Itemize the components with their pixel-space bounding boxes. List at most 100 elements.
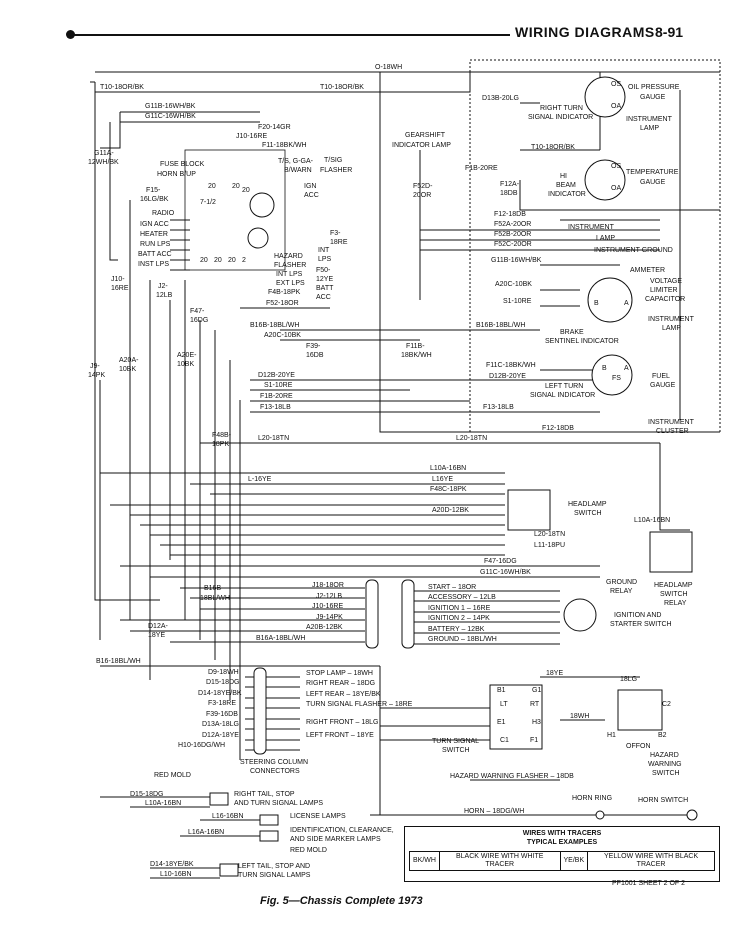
wire-label: FUSE BLOCK xyxy=(160,161,205,168)
wire-label: OFF xyxy=(626,743,640,750)
wire-label: 18YE xyxy=(546,670,563,677)
wire-label: D13A-18LG xyxy=(202,721,239,728)
wire-label: H3 xyxy=(532,719,541,726)
wire-lines xyxy=(90,71,720,879)
wire-tracer-legend: WIRES WITH TRACERS TYPICAL EXAMPLES BK/W… xyxy=(404,826,720,882)
wire-label: B/WARN xyxy=(284,167,312,174)
wire-label: 10BK xyxy=(177,361,194,368)
wire-label: T/S, G-GA- xyxy=(278,158,314,165)
wire-label: F48C-18PK xyxy=(430,486,467,493)
wire-label: G11B-16WH/BK xyxy=(145,103,196,110)
wire-label: HAZARD xyxy=(650,752,679,759)
wire-label: J10-16RE xyxy=(312,603,343,610)
wire-label: G11A- xyxy=(94,150,114,157)
wire-label: F15- xyxy=(146,187,161,194)
wire-label: INST LPS xyxy=(138,261,169,268)
wire-label: IGNITION AND xyxy=(614,612,661,619)
wire-label: D12A-18YE xyxy=(202,732,239,739)
steering-column-connector xyxy=(253,667,267,755)
wire-label: LICENSE LAMPS xyxy=(290,813,346,820)
wire-label: BATT ACC xyxy=(138,251,172,258)
wire-label: OS xyxy=(611,163,621,170)
wire-label: O-18WH xyxy=(375,64,402,71)
wire-label: 10BK xyxy=(119,366,136,373)
wire-label: L10-16BN xyxy=(160,871,192,878)
wire-label: IGNITION 1 – 16RE xyxy=(428,605,491,612)
wire-label: WARNING xyxy=(648,761,682,768)
wire-label: LEFT REAR – 18YE/BK xyxy=(306,691,381,698)
wire-label: L16-16BN xyxy=(212,813,244,820)
wire-label: TEMPERATURE xyxy=(626,169,679,176)
wire-label: J2-12LB xyxy=(316,593,342,600)
wire-label: 20 xyxy=(232,183,240,190)
page-number: 8-91 xyxy=(655,24,684,40)
wire-label: LAMP xyxy=(640,125,659,132)
temperature-gauge xyxy=(584,159,626,201)
legend-desc: YELLOW WIRE WITH BLACK TRACER xyxy=(587,851,715,871)
wire-label: 18WH xyxy=(570,713,589,720)
license-lamp-socket xyxy=(259,814,279,826)
wire-label: FLASHER xyxy=(274,262,306,269)
ignition-connector-right xyxy=(401,579,415,649)
wire-label: 20 xyxy=(214,257,222,264)
wire-label: L10A-16BN xyxy=(430,465,466,472)
wire-label: F48B- xyxy=(212,432,232,439)
ammeter xyxy=(587,277,633,323)
wire-label: 20 xyxy=(200,257,208,264)
marker-lamp-socket xyxy=(259,830,279,842)
fuel-gauge xyxy=(591,354,633,396)
wire-label: AND SIDE MARKER LAMPS xyxy=(290,836,381,843)
wire-label: J10- xyxy=(111,276,125,283)
wire-label: BRAKE xyxy=(560,329,584,336)
wire-label: HORN RING xyxy=(572,795,612,802)
wire-label: J18-18OR xyxy=(312,582,344,589)
wire-label: INT xyxy=(318,247,330,254)
wire-label: D12B-20YE xyxy=(258,372,295,379)
wire-label: G1 xyxy=(532,687,541,694)
wire-label: RUN LPS xyxy=(140,241,171,248)
wire-label: G11C-16WH/BK xyxy=(480,569,531,576)
wire-label: 18DB xyxy=(500,190,518,197)
wire-label: 12LB xyxy=(156,292,173,299)
wire-label: AND TURN SIGNAL LAMPS xyxy=(234,800,323,807)
wire-label: T10-18OR/BK xyxy=(531,144,575,151)
wire-label: EXT LPS xyxy=(276,280,305,287)
turn-signal-flasher xyxy=(249,192,275,218)
wire-label: IGN ACC xyxy=(140,221,169,228)
wire-label: J9- xyxy=(90,363,100,370)
wire-label: AMMETER xyxy=(630,267,665,274)
wire-label: S1-10RE xyxy=(264,382,293,389)
wire-label: D14-18YE/BK xyxy=(150,861,194,868)
wire-label: GAUGE xyxy=(650,382,676,389)
wire-label: RT xyxy=(530,701,540,708)
wire-label: L10A-16BN xyxy=(145,800,181,807)
wire-label: L11-18PU xyxy=(534,542,565,549)
wire-label: F47- xyxy=(190,308,205,315)
wire-label: A xyxy=(624,365,629,372)
wire-label: D15-18DG xyxy=(130,791,163,798)
wire-label: HAZARD WARNING FLASHER – 18DB xyxy=(450,773,574,780)
ignition-starter-switch xyxy=(563,598,597,632)
wire-label: J2- xyxy=(158,283,168,290)
wire-label: HEADLAMP xyxy=(568,501,607,508)
wire-label: L16YE xyxy=(432,476,453,483)
wire-label: 20OR xyxy=(413,192,431,199)
wire-label: D12A- xyxy=(148,623,169,630)
wire-label: F52-18OR xyxy=(266,300,299,307)
wire-label: F13-18LB xyxy=(483,404,514,411)
horn-ring xyxy=(595,810,605,820)
wire-label: ACC xyxy=(316,294,331,301)
wire-label: OS xyxy=(611,81,621,88)
wire-label: J10-16RE xyxy=(236,133,267,140)
wire-label: F3-18RE xyxy=(208,700,236,707)
instrument-cluster-outline xyxy=(469,59,721,433)
wire-label: A20C-10BK xyxy=(495,281,532,288)
wire-label: CONNECTORS xyxy=(250,768,300,775)
wire-label: D13B-20LG xyxy=(482,95,519,102)
wire-label: H1 xyxy=(607,732,616,739)
wire-label: OA xyxy=(611,103,621,110)
wire-label: INT LPS xyxy=(276,271,303,278)
wire-label: SIGNAL INDICATOR xyxy=(530,392,595,399)
wire-label: 20 xyxy=(242,187,250,194)
wire-label: SENTINEL INDICATOR xyxy=(545,338,619,345)
